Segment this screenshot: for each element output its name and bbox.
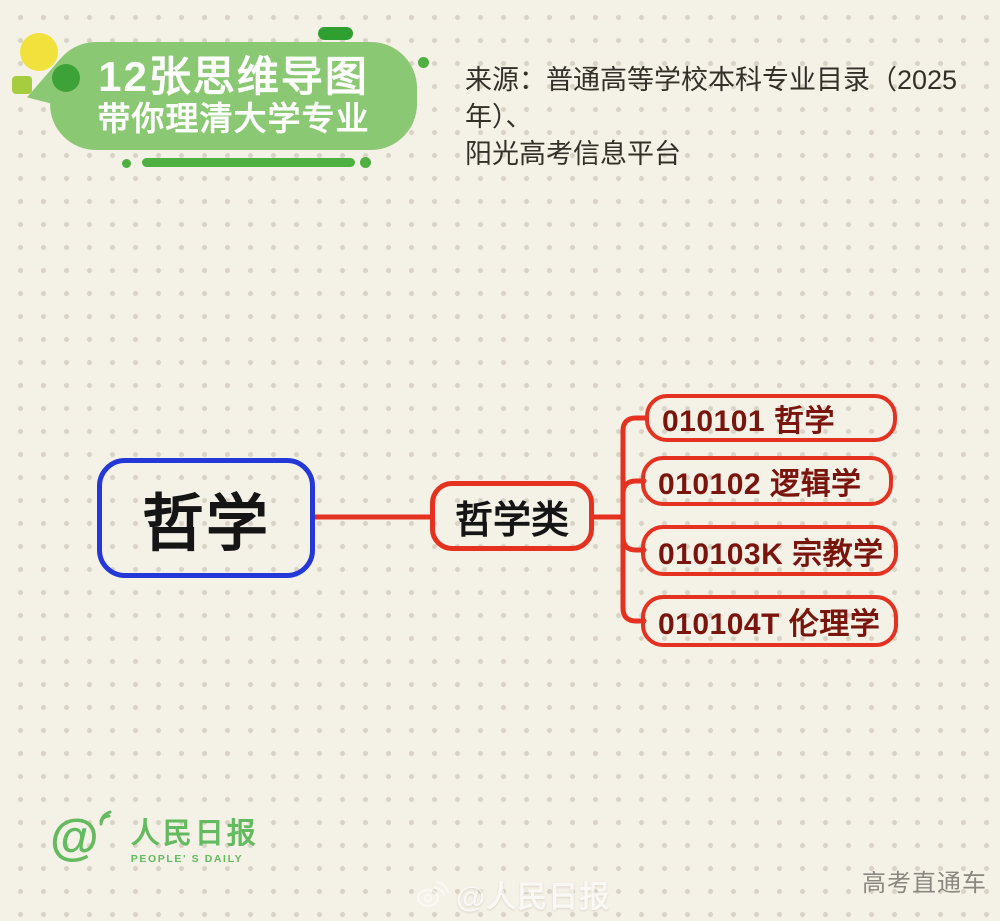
channel-label: 高考直通车 — [862, 870, 987, 897]
decoration-green-circle — [52, 64, 80, 92]
weibo-watermark: @人民日报 — [415, 872, 610, 916]
page-title-line2: 带你理清大学专业 — [97, 100, 370, 138]
node-major-label: 010102 逻辑学 — [658, 468, 862, 501]
underline-bar — [142, 158, 355, 167]
node-root-label: 哲学 — [141, 490, 270, 559]
publisher-name: 人民日报 — [130, 818, 259, 850]
decoration-green-pill — [318, 27, 353, 40]
node-major-010101: 010101 哲学 — [645, 394, 897, 442]
publisher-name-en: PEOPLE' S DAILY — [130, 853, 244, 865]
underline-dot-right — [360, 157, 371, 168]
node-category-label: 哲学类 — [454, 499, 569, 542]
source-line2: 阳光高考信息平台 — [465, 139, 681, 169]
underline-dot-left — [122, 159, 131, 168]
title-bubble: 12张思维导图 带你理清大学专业 — [50, 42, 417, 150]
at-symbol-icon: @ — [50, 809, 99, 865]
node-major-label: 010104T 伦理学 — [658, 608, 881, 641]
node-major-010103K: 010103K 宗教学 — [641, 525, 898, 576]
weibo-icon — [416, 880, 449, 908]
node-category-philosophy-class: 哲学类 — [430, 481, 594, 551]
peoples-daily-logo: @ 人民日报 PEOPLE' S DAILY — [50, 810, 259, 865]
page-title-line1: 12张思维导图 — [98, 53, 369, 101]
node-major-label: 010103K 宗教学 — [658, 537, 884, 571]
publisher-text-block: 人民日报 PEOPLE' S DAILY — [130, 818, 259, 866]
node-major-010104T: 010104T 伦理学 — [641, 595, 898, 647]
node-major-label: 010101 哲学 — [662, 405, 835, 438]
decoration-green-square — [12, 76, 32, 94]
source-text: 来源：普通高等学校本科专业目录（2025年）、 阳光高考信息平台 — [465, 62, 993, 173]
sound-waves-icon — [99, 810, 112, 826]
decoration-green-dot — [418, 57, 429, 68]
watermark-text: @人民日报 — [456, 881, 611, 914]
decoration-yellow-circle — [20, 33, 58, 71]
node-major-010102: 010102 逻辑学 — [641, 456, 893, 506]
source-line1: 来源：普通高等学校本科专业目录（2025年）、 — [465, 65, 958, 132]
connector-branch-4 — [620, 514, 647, 624]
node-root-philosophy: 哲学 — [97, 458, 315, 578]
